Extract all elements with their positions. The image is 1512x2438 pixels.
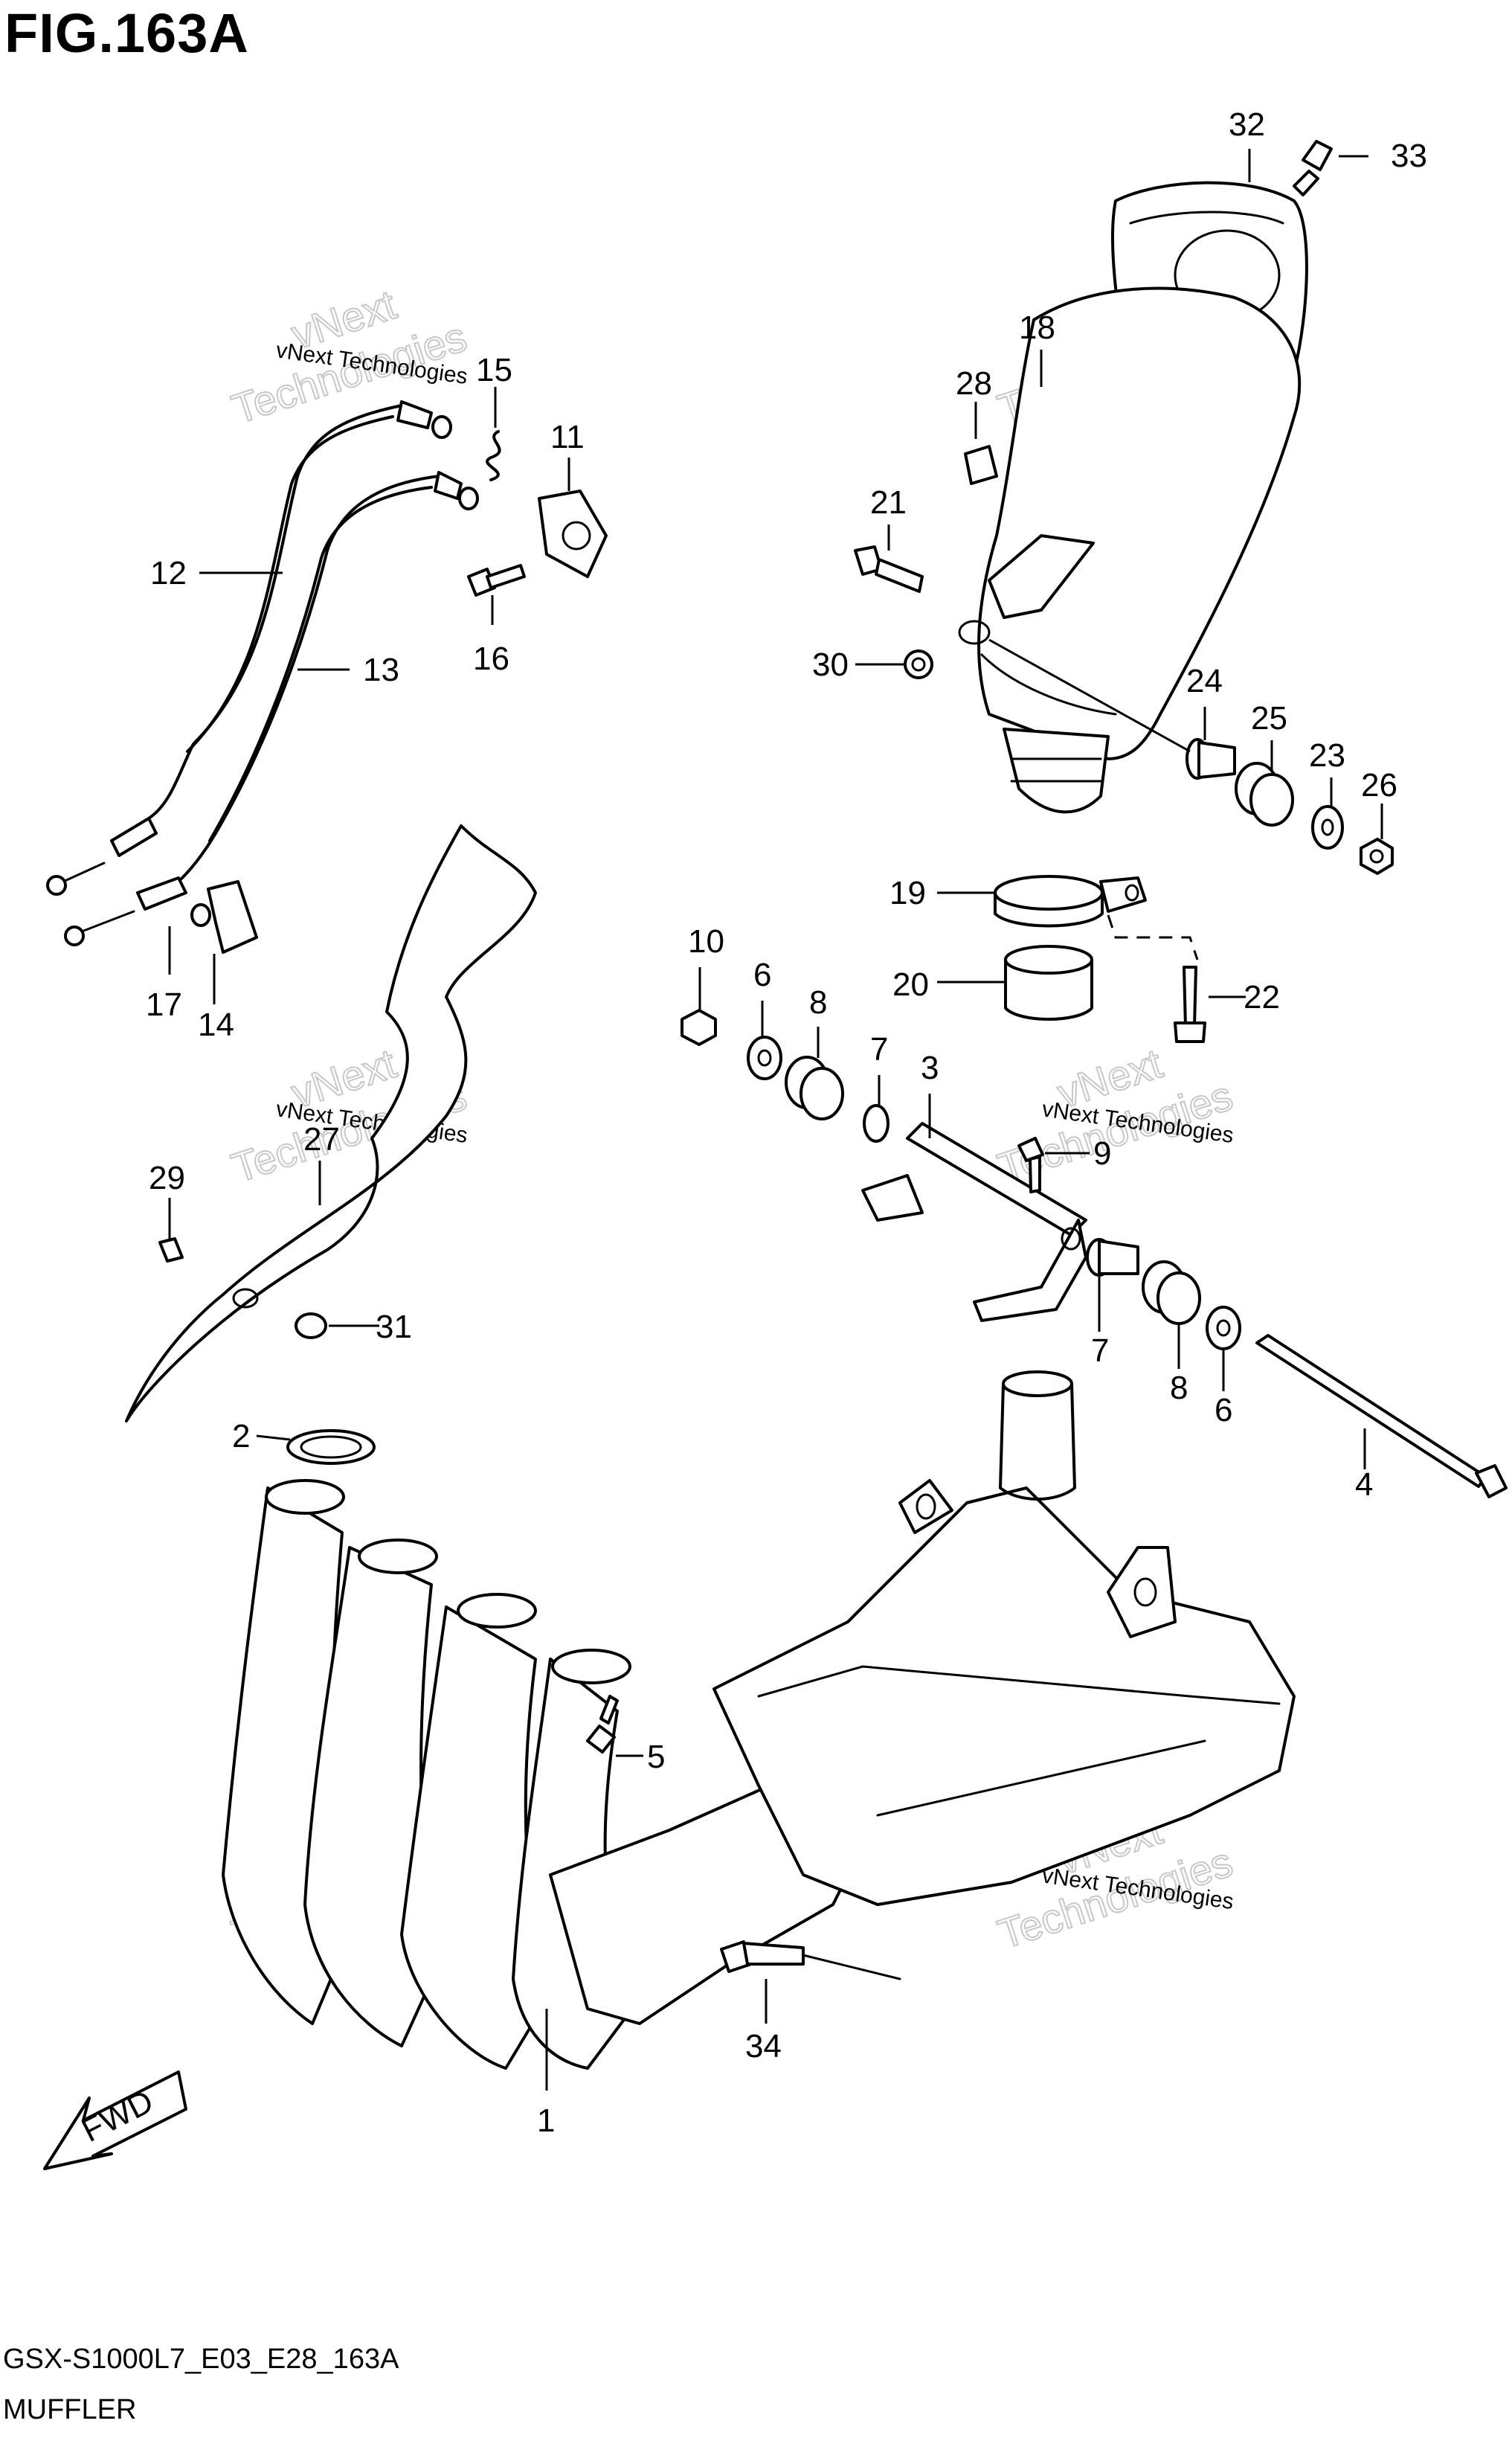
callout-7-top: 7 — [870, 1031, 888, 1068]
callout-30: 30 — [812, 647, 849, 683]
clamp-19 — [994, 875, 1147, 928]
spring-15 — [486, 430, 501, 481]
nut-10 — [681, 1009, 717, 1046]
grommet-25 — [1235, 762, 1294, 827]
cables-12-13 — [46, 400, 479, 946]
callout-19: 19 — [889, 875, 926, 911]
callout-22: 22 — [1244, 979, 1280, 1016]
callout-5: 5 — [647, 1739, 665, 1775]
bolt-4 — [1255, 1334, 1508, 1498]
oxygen-sensor-34 — [720, 1940, 901, 1980]
callout-16: 16 — [473, 641, 509, 677]
callout-23: 23 — [1309, 737, 1345, 774]
bolt-16 — [467, 564, 526, 597]
callout-25: 25 — [1251, 700, 1287, 737]
callout-12: 12 — [150, 555, 187, 591]
heat-shield-27 — [125, 824, 537, 1422]
callout-28: 28 — [956, 365, 992, 402]
bolt-9 — [1017, 1137, 1044, 1193]
callout-29: 29 — [149, 1160, 185, 1196]
screw-29 — [158, 1237, 184, 1263]
gasket-20 — [1004, 945, 1093, 1021]
exhaust-pipe-1 — [222, 1370, 1296, 2070]
leader-lines — [168, 149, 1383, 2091]
callout-17: 17 — [146, 987, 182, 1023]
callout-9: 9 — [1093, 1135, 1111, 1172]
nut-26 — [1360, 838, 1394, 875]
collar-7-top — [863, 1104, 889, 1143]
callout-2: 2 — [232, 1418, 250, 1454]
callout-26: 26 — [1361, 767, 1397, 803]
watermark-top-left: vNext Technologies vNext Technologies — [225, 280, 472, 433]
bolt-5 — [586, 1695, 619, 1754]
grommet-8-top — [785, 1056, 844, 1120]
bolt-22 — [1174, 966, 1206, 1043]
callout-33: 33 — [1391, 138, 1427, 174]
pad-28 — [964, 445, 998, 485]
screw-17 — [190, 903, 211, 927]
footrest-bracket-3 — [861, 1122, 1087, 1322]
washer-6-bottom — [1206, 1306, 1241, 1350]
callout-31: 31 — [376, 1309, 412, 1345]
callout-7-bottom: 7 — [1091, 1332, 1109, 1369]
callout-6-top: 6 — [753, 957, 771, 993]
callout-11: 11 — [550, 419, 585, 455]
collar-7-bottom — [1086, 1238, 1139, 1277]
callout-4: 4 — [1355, 1466, 1373, 1503]
callout-13: 13 — [363, 652, 399, 688]
callout-6-bottom: 6 — [1215, 1392, 1232, 1428]
washer-6-top — [747, 1036, 782, 1080]
bolt-21 — [854, 545, 924, 593]
callout-32: 32 — [1229, 106, 1265, 143]
callout-8-bottom: 8 — [1170, 1370, 1188, 1406]
nut-30 — [904, 649, 933, 679]
collar-24 — [1186, 738, 1236, 780]
callout-labels: 32 33 18 28 21 30 24 25 23 26 19 20 22 1… — [146, 106, 1427, 2139]
callout-21: 21 — [870, 484, 907, 521]
pulley-11 — [538, 490, 608, 578]
callout-34: 34 — [745, 2028, 782, 2065]
callout-24: 24 — [1186, 663, 1223, 699]
bolt-33 — [1293, 140, 1333, 196]
callout-18: 18 — [1019, 309, 1055, 346]
callout-3: 3 — [921, 1050, 939, 1086]
bracket-14 — [207, 880, 258, 954]
figure-title: FIG.163A — [4, 2, 249, 64]
diagram-name: MUFFLER — [3, 2394, 137, 2425]
grommet-8-bottom — [1142, 1260, 1201, 1325]
callout-20: 20 — [892, 966, 929, 1003]
callout-27: 27 — [303, 1121, 340, 1158]
callout-15: 15 — [476, 352, 512, 388]
callout-10: 10 — [688, 923, 724, 960]
callout-14: 14 — [198, 1007, 234, 1043]
assembly-line-24 — [988, 638, 1191, 753]
model-code: GSX-S1000L7_E03_E28_163A — [3, 2344, 399, 2375]
clamp-connector — [1107, 914, 1199, 960]
fwd-direction-arrow: FWD — [43, 2070, 187, 2170]
grommet-31 — [295, 1312, 327, 1339]
washer-23 — [1311, 805, 1344, 850]
callout-8-top: 8 — [809, 984, 827, 1021]
callout-1: 1 — [537, 2102, 555, 2139]
silencer-18 — [958, 286, 1302, 814]
